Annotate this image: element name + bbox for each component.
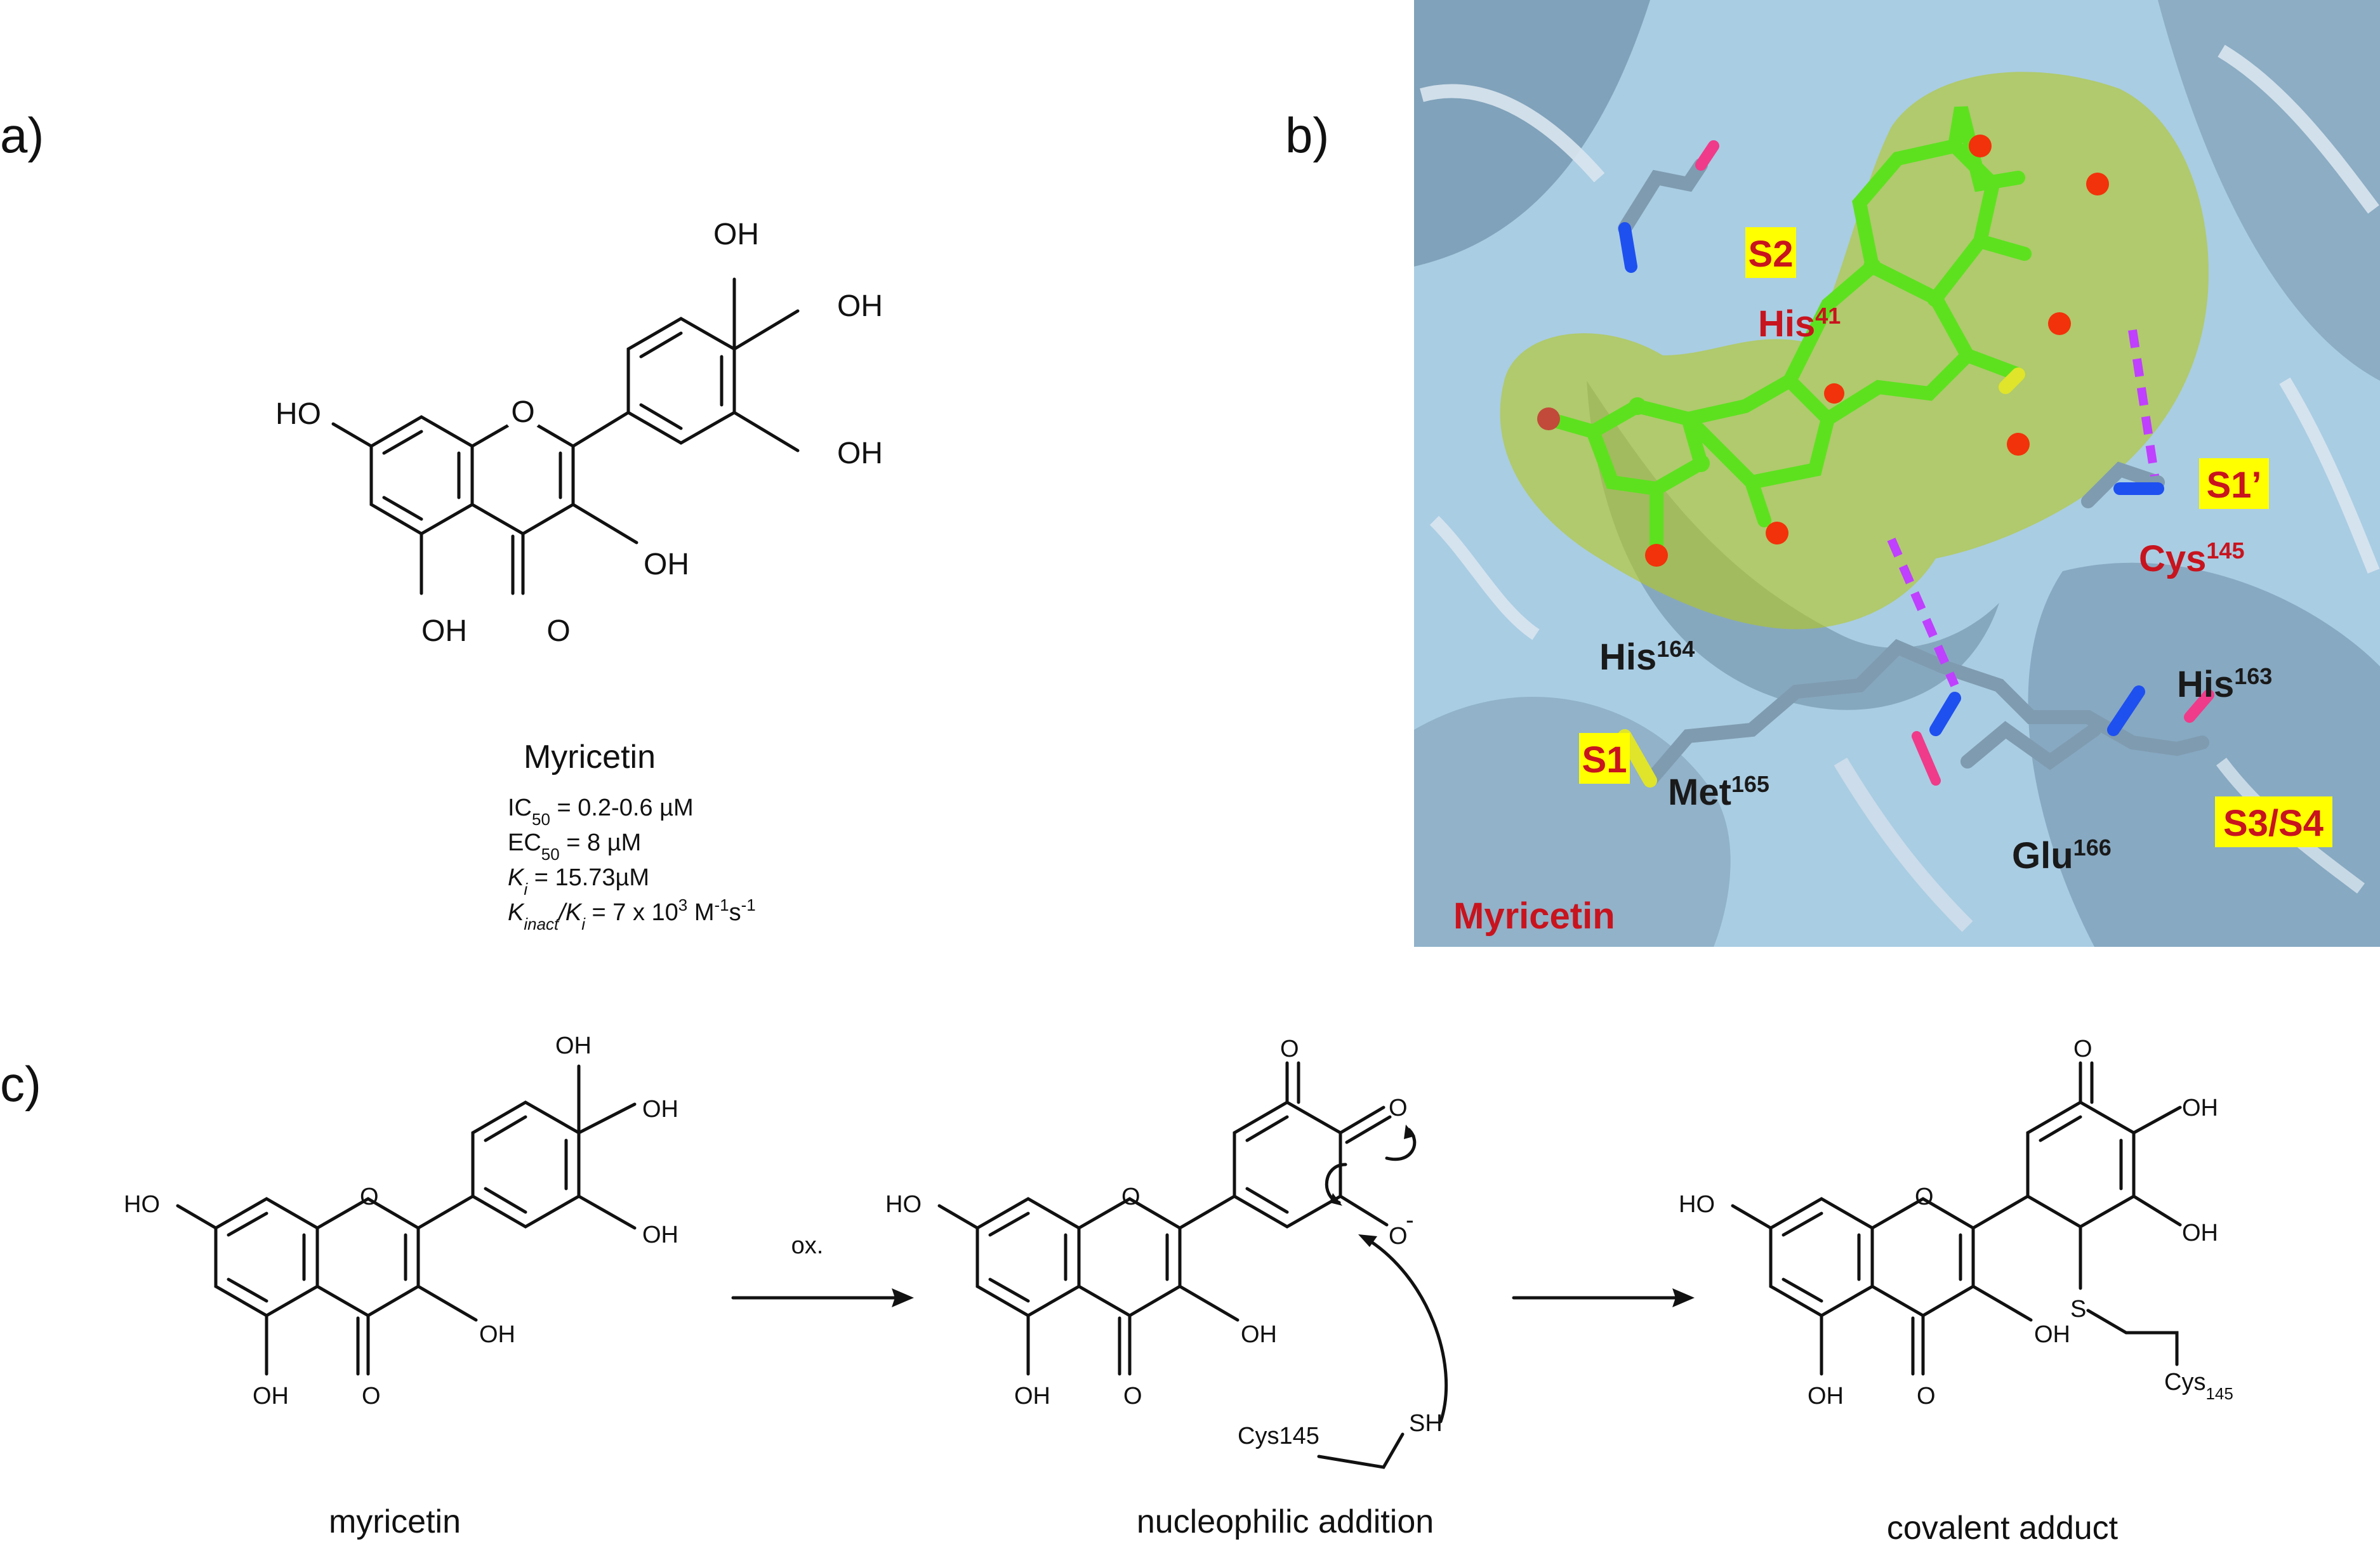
left-oh-lower: OH xyxy=(642,1222,678,1248)
right-oh-c5: OH xyxy=(1808,1383,1844,1409)
panel-a: a) OH OH OH xyxy=(0,107,883,934)
panel-c: c) OH OH OH HO O OH xyxy=(0,1033,2233,1547)
panel-b: b) xyxy=(1285,0,2380,947)
right-sulfur: S xyxy=(2070,1296,2086,1323)
mid-ring-o: O xyxy=(1121,1184,1140,1210)
atom-oh-right: OH xyxy=(837,289,883,323)
ligand-myricetin-sticks xyxy=(1537,106,2109,567)
compound-name: Myricetin xyxy=(524,739,656,776)
left-ring-o: O xyxy=(360,1184,379,1210)
met165-his164-backbone xyxy=(1643,638,1949,788)
caption-covalent-adduct: covalent adduct xyxy=(1887,1510,2119,1547)
mid-sh: SH xyxy=(1409,1410,1443,1437)
hbond-cys145 xyxy=(2128,329,2159,477)
panel-c-label: c) xyxy=(0,1056,41,1112)
atom-ho-left: HO xyxy=(275,397,321,431)
kinetic-ki: Ki = 15.73µM xyxy=(508,864,649,899)
arrow-ox-label: ox. xyxy=(791,1232,824,1259)
atom-oh-lower-right: OH xyxy=(837,437,883,470)
panel-a-label: a) xyxy=(0,107,44,163)
curved-arrow-nucleophile xyxy=(1363,1236,1448,1423)
atom-oh-c5: OH xyxy=(421,614,467,648)
atom-oh-c3: OH xyxy=(644,548,689,581)
glu166-his163-backbone xyxy=(1935,659,2209,756)
ligand-surface xyxy=(1500,72,2209,630)
kinetic-kinact-ki: Kinact/Ki = 7 x 103 M-1s-1 xyxy=(508,895,756,934)
atom-ring-o: O xyxy=(511,395,534,429)
subsite-s1prime-box xyxy=(2199,458,2269,509)
subsite-s1: S1 xyxy=(1582,739,1627,781)
structure-myricetin: OH OH OH HO O OH OH O xyxy=(124,1033,678,1409)
subsite-s1-box xyxy=(1579,733,1630,784)
residue-his41: His41 xyxy=(1758,303,1841,345)
panel-b-label: b) xyxy=(1285,107,1329,163)
structure-quinone: O O O - HO O OH OH O Cys145 SH xyxy=(885,1036,1448,1469)
right-ring-o: O xyxy=(1915,1184,1934,1210)
right-cys145: Cys145 xyxy=(2164,1369,2233,1403)
subsite-s3s4: S3/S4 xyxy=(2223,803,2324,844)
docking-image: His41 Cys145 His164 His163 Met165 Glu166… xyxy=(1414,0,2380,947)
right-oh-b: OH xyxy=(2182,1220,2218,1246)
residue-glu166: Glu166 xyxy=(2012,835,2112,877)
ring-b-bonds xyxy=(626,317,736,445)
atom-carbonyl-o: O xyxy=(546,614,570,648)
hbond-glu166 xyxy=(1887,538,1959,687)
kinetic-ic50: IC50 = 0.2-0.6 µM xyxy=(508,795,694,829)
mid-o-top: O xyxy=(1280,1036,1299,1062)
right-ho: HO xyxy=(1679,1191,1715,1218)
left-oh-right: OH xyxy=(642,1096,678,1123)
caption-nucleophilic-addition: nucleophilic addition xyxy=(1137,1503,1434,1540)
myricetin-structure-a: OH OH OH HO O O OH OH O xyxy=(275,218,883,648)
mid-negative-charge: - xyxy=(1406,1207,1414,1234)
caption-myricetin: myricetin xyxy=(329,1503,461,1540)
left-oh-top: OH xyxy=(555,1033,592,1059)
left-carbonyl-o: O xyxy=(362,1383,381,1409)
mid-ho: HO xyxy=(885,1191,922,1218)
atom-oh-top: OH xyxy=(713,218,759,251)
mid-oh-c3: OH xyxy=(1241,1321,1277,1348)
mid-cys145: Cys145 xyxy=(1238,1423,1319,1449)
right-oh-c3: OH xyxy=(2034,1321,2070,1348)
left-oh-c3: OH xyxy=(479,1321,515,1348)
kinetic-ec50: EC50 = 8 µM xyxy=(508,829,641,864)
right-o-top: O xyxy=(2073,1036,2092,1062)
ring-c-bonds xyxy=(470,415,575,536)
residue-met165: Met165 xyxy=(1668,771,1769,814)
right-carbonyl-o: O xyxy=(1917,1383,1936,1409)
subsite-s1prime: S1’ xyxy=(2206,465,2261,506)
left-ho: HO xyxy=(124,1191,160,1218)
residue-his164: His164 xyxy=(1599,636,1695,678)
structure-adduct: O OH OH HO O S OH OH O Cys145 xyxy=(1679,1036,2233,1409)
ligand-label: Myricetin xyxy=(1453,895,1615,937)
mid-oh-c5: OH xyxy=(1014,1383,1050,1409)
mid-carbonyl-o: O xyxy=(1123,1383,1142,1409)
mid-o-minus: O xyxy=(1389,1223,1408,1250)
subsite-s3s4-box xyxy=(2215,796,2332,847)
residue-his163: His163 xyxy=(2177,663,2272,706)
ring-a-bonds xyxy=(369,415,474,536)
left-oh-c5: OH xyxy=(253,1383,289,1409)
mid-o-keto: O xyxy=(1389,1095,1408,1121)
subsite-s2-box xyxy=(1745,227,1796,278)
right-oh-a: OH xyxy=(2182,1095,2218,1121)
residue-cys145: Cys145 xyxy=(2139,538,2244,580)
subsite-s2: S2 xyxy=(1749,234,1794,275)
kinetics-list: IC50 = 0.2-0.6 µM EC50 = 8 µM Ki = 15.73… xyxy=(508,795,756,934)
